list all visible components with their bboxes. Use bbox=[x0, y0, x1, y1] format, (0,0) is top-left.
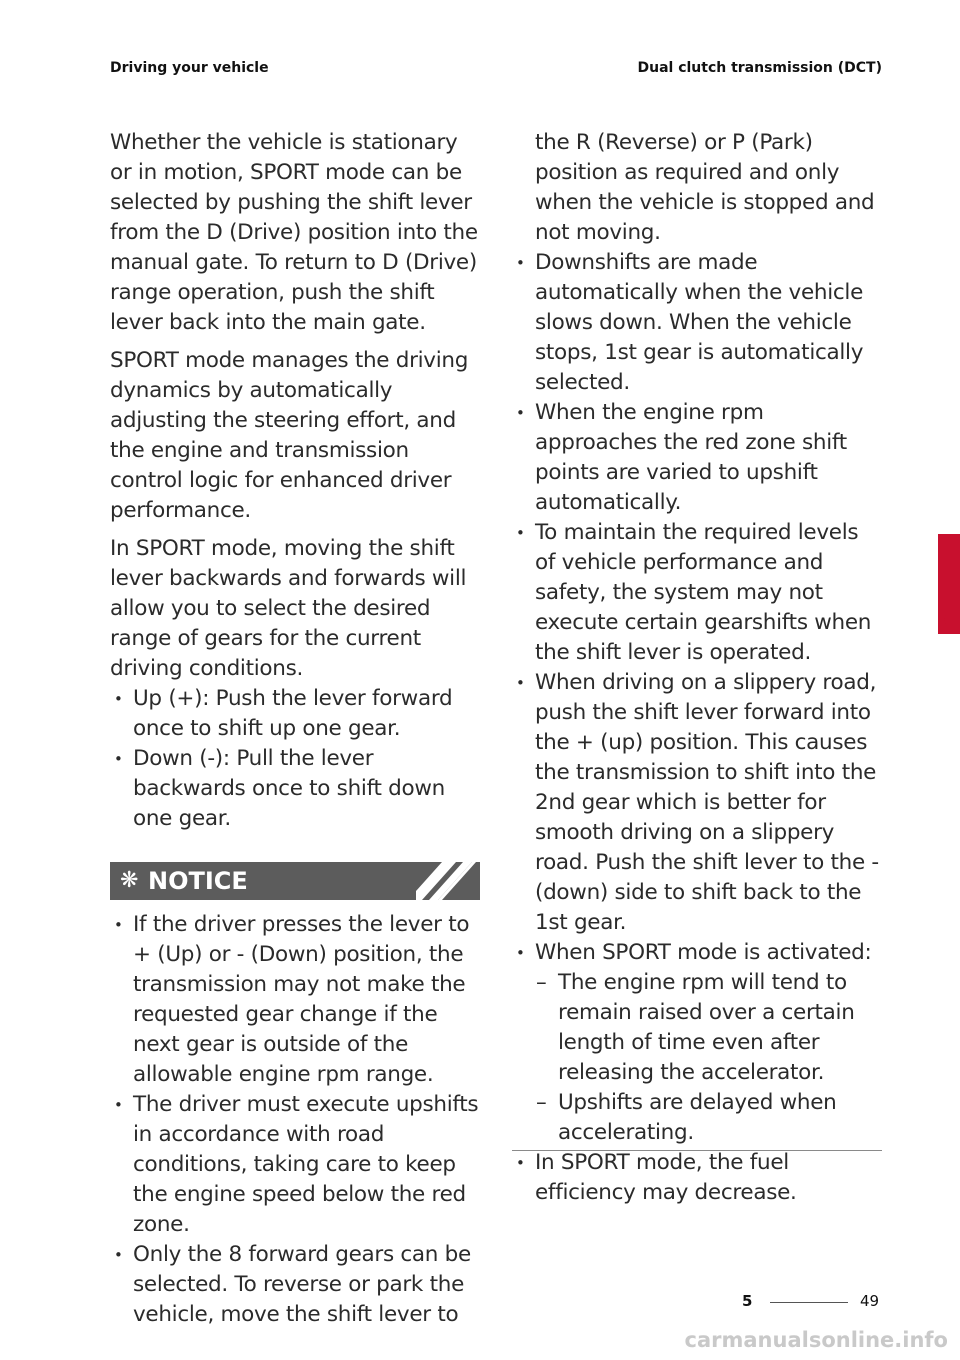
list-item: The driver must execute upshifts in acco… bbox=[110, 1090, 480, 1240]
list-item: Downshifts are made automatically when t… bbox=[512, 248, 884, 398]
dash-item: Upshifts are delayed when accelerating. bbox=[535, 1088, 884, 1148]
list-item-sport-activated: When SPORT mode is activated: The engine… bbox=[512, 938, 884, 1148]
asterisk-icon: ❋ bbox=[120, 868, 139, 893]
notice-list-continued: Downshifts are made automatically when t… bbox=[512, 248, 884, 1208]
notice-title: NOTICE bbox=[148, 867, 248, 895]
sport-intro: When SPORT mode is activated: bbox=[535, 940, 872, 965]
list-item: When the engine rpm approaches the red z… bbox=[512, 398, 884, 518]
running-header-topic: Dual clutch transmission (DCT) bbox=[637, 60, 882, 76]
section-end-rule bbox=[512, 1150, 882, 1151]
list-item: To maintain the required levels of vehic… bbox=[512, 518, 884, 668]
list-item: Down (-): Pull the lever backwards once … bbox=[110, 744, 480, 834]
notice-banner: ❋ NOTICE bbox=[110, 862, 480, 900]
list-item: Only the 8 forward gears can be selected… bbox=[110, 1240, 480, 1330]
footer-chapter-number: 5 bbox=[742, 1292, 753, 1310]
footer-divider bbox=[770, 1302, 848, 1303]
dash-item: The engine rpm will tend to remain raise… bbox=[535, 968, 884, 1088]
chapter-side-number: 5 bbox=[937, 608, 950, 629]
paragraph-sport-shifting: In SPORT mode, moving the shift lever ba… bbox=[110, 536, 467, 681]
right-column: the R (Reverse) or P (Park) position as … bbox=[512, 128, 884, 1208]
sport-dash-list: The engine rpm will tend to remain raise… bbox=[535, 968, 884, 1148]
list-item: When driving on a slippery road, push th… bbox=[512, 668, 884, 938]
list-item: Up (+): Push the lever forward once to s… bbox=[110, 684, 480, 744]
watermark: carmanualsonline.info bbox=[684, 1328, 948, 1352]
left-column: Whether the vehicle is stationary or in … bbox=[110, 128, 480, 1330]
chapter-side-tab bbox=[938, 534, 960, 634]
list-item: In SPORT mode, the fuel efficiency may d… bbox=[512, 1148, 884, 1208]
notice-continuation: the R (Reverse) or P (Park) position as … bbox=[535, 130, 875, 245]
paragraph-sport-dynamics: SPORT mode manages the driving dynamics … bbox=[110, 348, 469, 523]
stripes-icon bbox=[416, 862, 480, 900]
notice-list: If the driver presses the lever to + (Up… bbox=[110, 910, 480, 1330]
paragraph-sport-selection: Whether the vehicle is stationary or in … bbox=[110, 130, 478, 335]
footer-page-number: 49 bbox=[860, 1292, 880, 1310]
shift-direction-list: Up (+): Push the lever forward once to s… bbox=[110, 684, 480, 834]
list-item: If the driver presses the lever to + (Up… bbox=[110, 910, 480, 1090]
running-header-section: Driving your vehicle bbox=[110, 60, 269, 76]
